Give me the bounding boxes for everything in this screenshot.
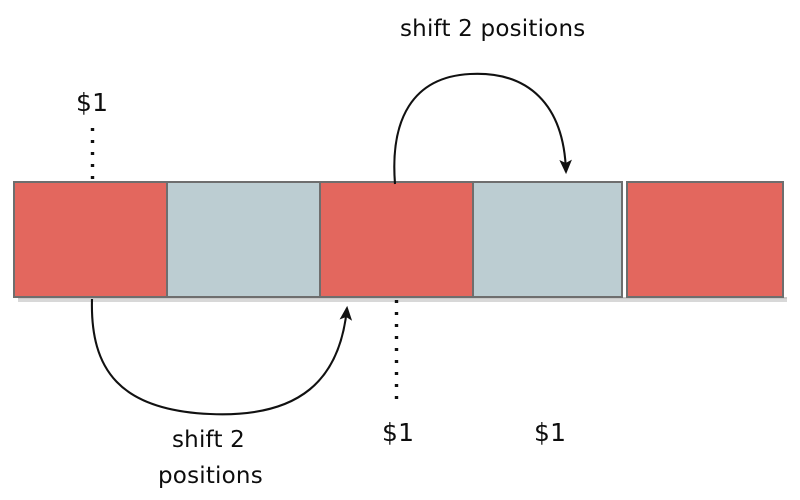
shift-label-top: shift 2 positions [400,16,586,42]
cell-4[interactable] [626,181,784,298]
shift-label-bottom-line2: positions [158,463,263,489]
money-label-bottom-mid: $1 [382,418,415,447]
cell-1[interactable] [166,181,321,298]
money-label-bottom-right: $1 [534,418,567,447]
shift-arrow-bottom [90,298,353,416]
cell-2[interactable] [319,181,474,298]
money-label-top-left: $1 [76,88,109,117]
cell-strip [13,181,784,298]
shift-arrow-top [393,72,572,185]
shift-label-bottom-line1: shift 2 [172,427,246,453]
cell-3[interactable] [472,181,623,298]
cell-0[interactable] [13,181,168,298]
